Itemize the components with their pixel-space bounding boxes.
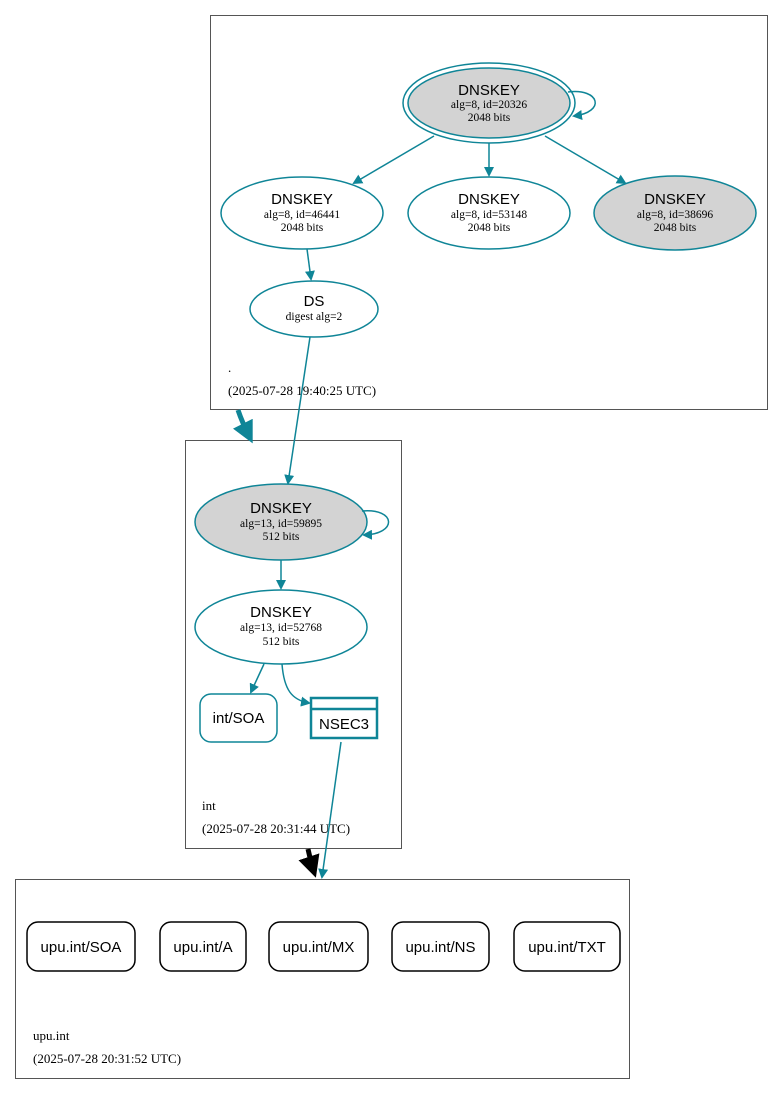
node-root-zsk2-title: DNSKEY — [458, 191, 520, 208]
edge-zsk1-to-ds — [304, 248, 315, 281]
record-upu-soa-label: upu.int/SOA — [41, 939, 122, 956]
node-root-zsk-38696[interactable]: DNSKEY alg=8, id=38696 2048 bits — [593, 175, 757, 251]
node-root-zsk3-title: DNSKEY — [644, 191, 706, 208]
node-int-zsk-line1: alg=13, id=52768 — [240, 622, 322, 634]
zone-root-name: . — [228, 360, 231, 375]
node-root-zsk-53148[interactable]: DNSKEY alg=8, id=53148 2048 bits — [407, 176, 571, 250]
edge-delegation-root-to-int — [233, 409, 253, 444]
edge-nsec3-to-upu — [318, 741, 342, 879]
node-root-ksk[interactable]: DNSKEY alg=8, id=20326 2048 bits — [402, 62, 576, 144]
zone-upu-int: upu.int (2025-07-28 20:31:52 UTC) — [15, 879, 630, 1079]
zone-int-timestamp: (2025-07-28 20:31:44 UTC) — [202, 821, 350, 836]
record-upu-mx-label: upu.int/MX — [283, 939, 355, 956]
node-root-ksk-line2: 2048 bits — [468, 112, 511, 124]
zone-int: int (2025-07-28 20:31:44 UTC) — [185, 440, 402, 849]
node-int-ksk-title: DNSKEY — [250, 500, 312, 517]
zone-upu-int-name: upu.int — [33, 1028, 70, 1043]
node-root-ds-title: DS — [304, 293, 325, 310]
node-root-zsk3-line2: 2048 bits — [654, 222, 697, 234]
edge-int-zsk-to-soa — [249, 663, 265, 694]
node-int-ksk-line2: 512 bits — [263, 531, 300, 543]
node-root-zsk-46441[interactable]: DNSKEY alg=8, id=46441 2048 bits — [220, 176, 384, 250]
edge-delegation-int-to-upu — [298, 848, 320, 878]
zone-root-box — [210, 15, 768, 410]
node-root-zsk1-line2: 2048 bits — [281, 222, 324, 234]
node-root-zsk1-title: DNSKEY — [271, 191, 333, 208]
node-int-soa-label: int/SOA — [213, 710, 265, 727]
zone-upu-int-box — [15, 879, 630, 1079]
record-upu-soa[interactable]: upu.int/SOA — [26, 921, 136, 972]
record-upu-ns-label: upu.int/NS — [405, 939, 475, 956]
node-root-zsk2-line2: 2048 bits — [468, 222, 511, 234]
node-int-ksk-line1: alg=13, id=59895 — [240, 518, 322, 530]
node-root-ds-line1: digest alg=2 — [286, 311, 343, 323]
edge-root-ksk-to-zsk3 — [544, 135, 627, 185]
node-root-ksk-line1: alg=8, id=20326 — [451, 99, 527, 111]
edge-root-ksk-to-zsk1 — [352, 135, 435, 185]
node-int-nsec3[interactable]: NSEC3 — [309, 696, 379, 740]
record-upu-txt[interactable]: upu.int/TXT — [513, 921, 621, 972]
edge-root-ksk-self — [567, 90, 596, 120]
edge-int-zsk-to-nsec3 — [281, 663, 311, 707]
node-int-soa[interactable]: int/SOA — [199, 693, 278, 743]
record-upu-txt-label: upu.int/TXT — [528, 939, 606, 956]
record-upu-mx[interactable]: upu.int/MX — [268, 921, 369, 972]
node-int-nsec3-label: NSEC3 — [319, 716, 369, 733]
node-root-ksk-title: DNSKEY — [458, 82, 520, 99]
node-root-zsk3-line1: alg=8, id=38696 — [637, 209, 713, 221]
zone-int-box — [185, 440, 402, 849]
node-int-zsk-line2: 512 bits — [263, 636, 300, 648]
record-upu-ns[interactable]: upu.int/NS — [391, 921, 490, 972]
node-root-ds[interactable]: DS digest alg=2 — [249, 280, 379, 338]
record-upu-a-label: upu.int/A — [173, 939, 232, 956]
edge-int-ksk-self — [361, 510, 390, 540]
zone-upu-int-timestamp: (2025-07-28 20:31:52 UTC) — [33, 1051, 181, 1066]
node-int-ksk[interactable]: DNSKEY alg=13, id=59895 512 bits — [194, 483, 368, 561]
node-root-zsk1-line1: alg=8, id=46441 — [264, 209, 340, 221]
node-int-zsk-title: DNSKEY — [250, 604, 312, 621]
node-root-zsk2-line1: alg=8, id=53148 — [451, 209, 527, 221]
node-int-zsk[interactable]: DNSKEY alg=13, id=52768 512 bits — [194, 589, 368, 665]
edge-ds-to-int-ksk — [284, 336, 311, 485]
zone-int-name: int — [202, 798, 216, 813]
record-upu-a[interactable]: upu.int/A — [159, 921, 247, 972]
